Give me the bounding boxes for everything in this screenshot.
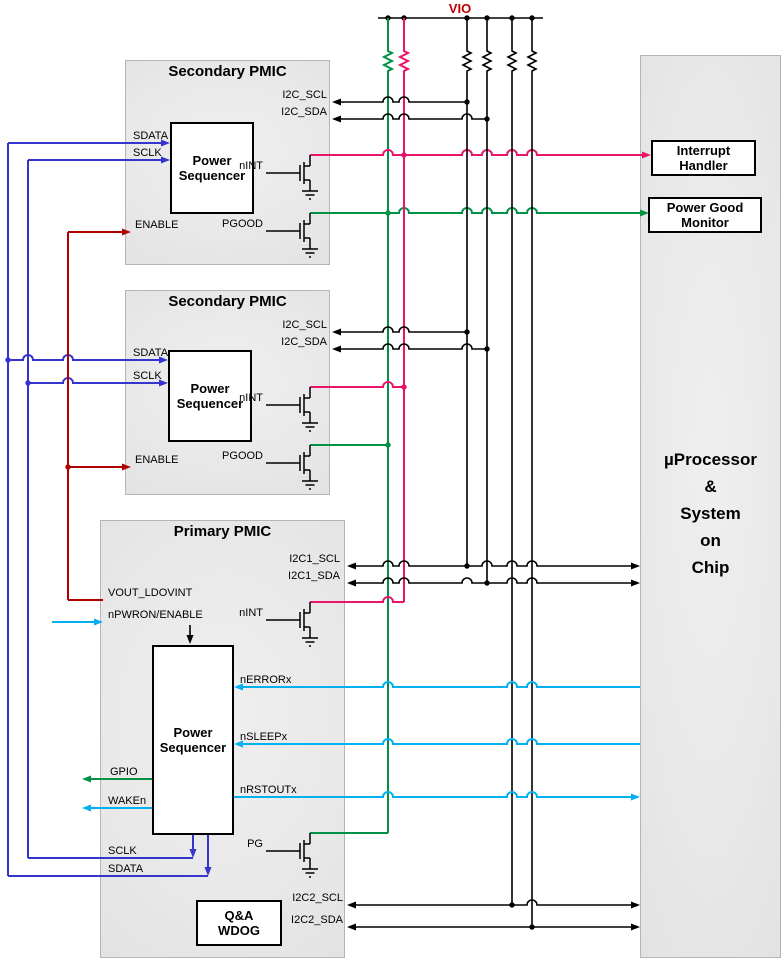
resistor-icon bbox=[507, 45, 517, 79]
port-label-waken: WAKEn bbox=[108, 795, 147, 807]
port-label-sclk-2: SCLK bbox=[133, 370, 162, 382]
primary-pmic-title: Primary PMIC bbox=[173, 523, 272, 540]
secondary-pmic-2-title: Secondary PMIC bbox=[168, 293, 287, 310]
i2c2-arrows bbox=[347, 901, 640, 931]
power-sequencer-3-box: Power Sequencer bbox=[152, 645, 234, 835]
port-label-i2c-sda-2: I2C_SDA bbox=[281, 336, 327, 348]
vio-rail bbox=[378, 15, 543, 21]
port-label-sdata-2: SDATA bbox=[133, 347, 169, 359]
port-label-nint-1: nINT bbox=[239, 160, 263, 172]
port-label-vout-ldovint: VOUT_LDOVINT bbox=[108, 587, 193, 599]
port-label-sdata-3: SDATA bbox=[108, 863, 144, 875]
port-label-i2c1-sda: I2C1_SDA bbox=[288, 570, 340, 582]
soc-title-line2: & bbox=[704, 477, 717, 496]
port-label-nsleepx: nSLEEPx bbox=[240, 731, 288, 743]
port-label-nrstoutx: nRSTOUTx bbox=[240, 784, 297, 796]
resistor-icon bbox=[462, 45, 472, 79]
port-label-pg: PG bbox=[247, 838, 263, 850]
nint-net-wires bbox=[310, 18, 651, 603]
port-label-i2c-scl-2: I2C_SCL bbox=[282, 319, 327, 331]
vio-label: VIO bbox=[448, 1, 472, 16]
port-label-pgood-1: PGOOD bbox=[222, 218, 263, 230]
soc-title-line3: System bbox=[680, 504, 741, 523]
port-label-nint-3: nINT bbox=[239, 607, 263, 619]
port-label-enable-2: ENABLE bbox=[135, 454, 179, 466]
power-good-monitor-label-line1: Power Good bbox=[666, 200, 744, 215]
soc-title-line4: on bbox=[700, 531, 721, 550]
port-label-sclk-3: SCLK bbox=[108, 845, 137, 857]
soc-title-line1: µProcessor bbox=[664, 450, 757, 469]
interrupt-handler-label-line1: Interrupt bbox=[676, 143, 731, 158]
qa-wdog-label-line1: Q&A bbox=[224, 908, 254, 923]
soc-title-line5: Chip bbox=[691, 558, 730, 577]
i2c1-bus-wires bbox=[332, 18, 640, 587]
port-label-i2c1-scl: I2C1_SCL bbox=[289, 553, 340, 565]
port-label-npwron-enable: nPWRON/ENABLE bbox=[108, 609, 203, 621]
power-good-monitor-label-line2: Monitor bbox=[681, 215, 729, 230]
interrupt-handler-box: Interrupt Handler bbox=[651, 140, 756, 176]
port-label-i2c2-sda: I2C2_SDA bbox=[291, 914, 343, 926]
soc-title: µProcessor & System on Chip bbox=[640, 446, 781, 581]
port-label-gpio: GPIO bbox=[110, 766, 138, 778]
qa-wdog-label-line2: WDOG bbox=[218, 923, 260, 938]
power-good-monitor-box: Power Good Monitor bbox=[648, 197, 762, 233]
resistor-icon bbox=[527, 45, 537, 79]
power-sequencer-3-label-line1: Power bbox=[173, 725, 213, 740]
port-label-i2c2-scl: I2C2_SCL bbox=[292, 892, 343, 904]
port-label-sdata-1: SDATA bbox=[133, 130, 169, 142]
port-label-nerrorx: nERRORx bbox=[240, 674, 292, 686]
port-label-nint-2: nINT bbox=[239, 392, 263, 404]
pullup-resistors bbox=[383, 45, 537, 79]
secondary-pmic-1-title: Secondary PMIC bbox=[168, 63, 287, 80]
resistor-icon bbox=[383, 45, 393, 79]
resistor-icon bbox=[399, 45, 409, 79]
port-label-enable-1: ENABLE bbox=[135, 219, 179, 231]
port-label-i2c-scl-1: I2C_SCL bbox=[282, 89, 327, 101]
port-label-i2c-sda-1: I2C_SDA bbox=[281, 106, 327, 118]
resistor-icon bbox=[482, 45, 492, 79]
i2c-arrows-into-pmic bbox=[332, 98, 356, 587]
gpio-arrow bbox=[82, 775, 91, 783]
qa-wdog-box: Q&A WDOG bbox=[196, 900, 282, 946]
port-label-pgood-2: PGOOD bbox=[222, 450, 263, 462]
power-sequencer-3-label-line2: Sequencer bbox=[159, 740, 227, 755]
i2c1-arrows-into-soc bbox=[631, 562, 640, 587]
interrupt-handler-label-line2: Handler bbox=[679, 158, 728, 173]
pgood-net-wires bbox=[310, 18, 649, 834]
i2c2-bus-wires bbox=[347, 18, 640, 931]
port-label-sclk-1: SCLK bbox=[133, 147, 162, 159]
